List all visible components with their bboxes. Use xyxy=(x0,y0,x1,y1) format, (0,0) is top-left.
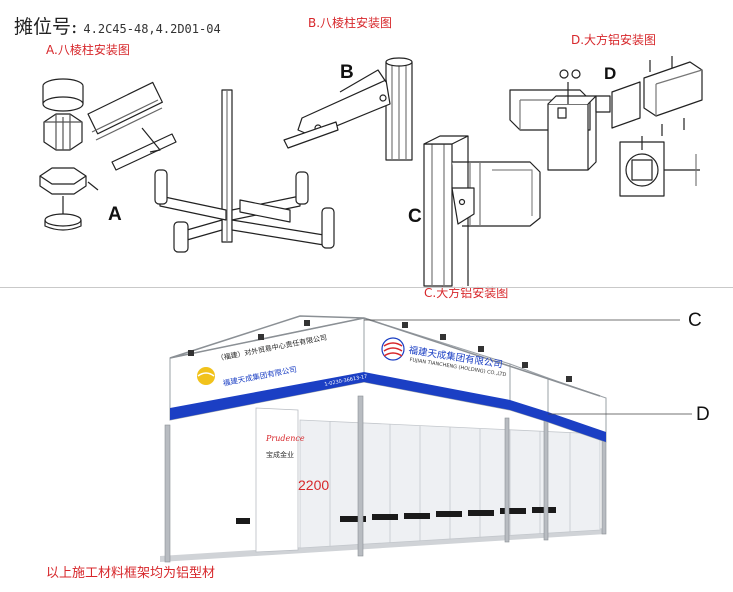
square-frame-joint-drawing xyxy=(423,135,541,287)
left-partition xyxy=(255,407,299,553)
spotlights xyxy=(188,320,572,382)
partition-name: 宝成金业 xyxy=(266,451,294,459)
company-logo-left xyxy=(197,367,215,385)
post-bracket-drawing xyxy=(283,57,413,161)
octagon-post-exploded-drawing xyxy=(39,78,177,231)
letter-d: D xyxy=(604,64,617,83)
height-dimension: 2200 xyxy=(298,477,330,493)
letter-a: A xyxy=(108,204,122,225)
frame-posts xyxy=(164,395,607,563)
cross-base-drawing xyxy=(154,89,335,253)
big-square-aluminum-drawing xyxy=(509,56,703,197)
callout-d: D xyxy=(696,404,710,425)
callout-c: C xyxy=(688,310,702,331)
caption-a: A.八棱柱安装图 xyxy=(46,43,130,57)
booth-code: 4.2C45-48,4.2D01-04 xyxy=(83,22,221,36)
blue-stripe-far xyxy=(548,412,606,442)
company-logo-right xyxy=(381,337,405,361)
partition-logo: Prudence xyxy=(266,434,305,443)
letter-c: C xyxy=(408,206,422,227)
caption-d: D.大方铝安装图 xyxy=(571,33,657,47)
caption-b: B.八棱柱安装图 xyxy=(308,16,393,30)
booth-number-title: 摊位号: 4.2C45-48,4.2D01-04 xyxy=(14,12,221,39)
section-divider xyxy=(0,287,733,288)
top-frame-edge xyxy=(169,315,365,359)
blue-stripe-right xyxy=(364,372,510,410)
footer-note: 以上施工材料框架均为铝型材 xyxy=(46,566,216,581)
blue-stripe-left xyxy=(170,372,364,420)
caption-c: C.大方铝安装图 xyxy=(424,286,509,300)
booth-label: 摊位号: xyxy=(14,16,78,38)
blue-stripe-corner xyxy=(510,400,548,422)
letter-b: B xyxy=(340,62,354,83)
